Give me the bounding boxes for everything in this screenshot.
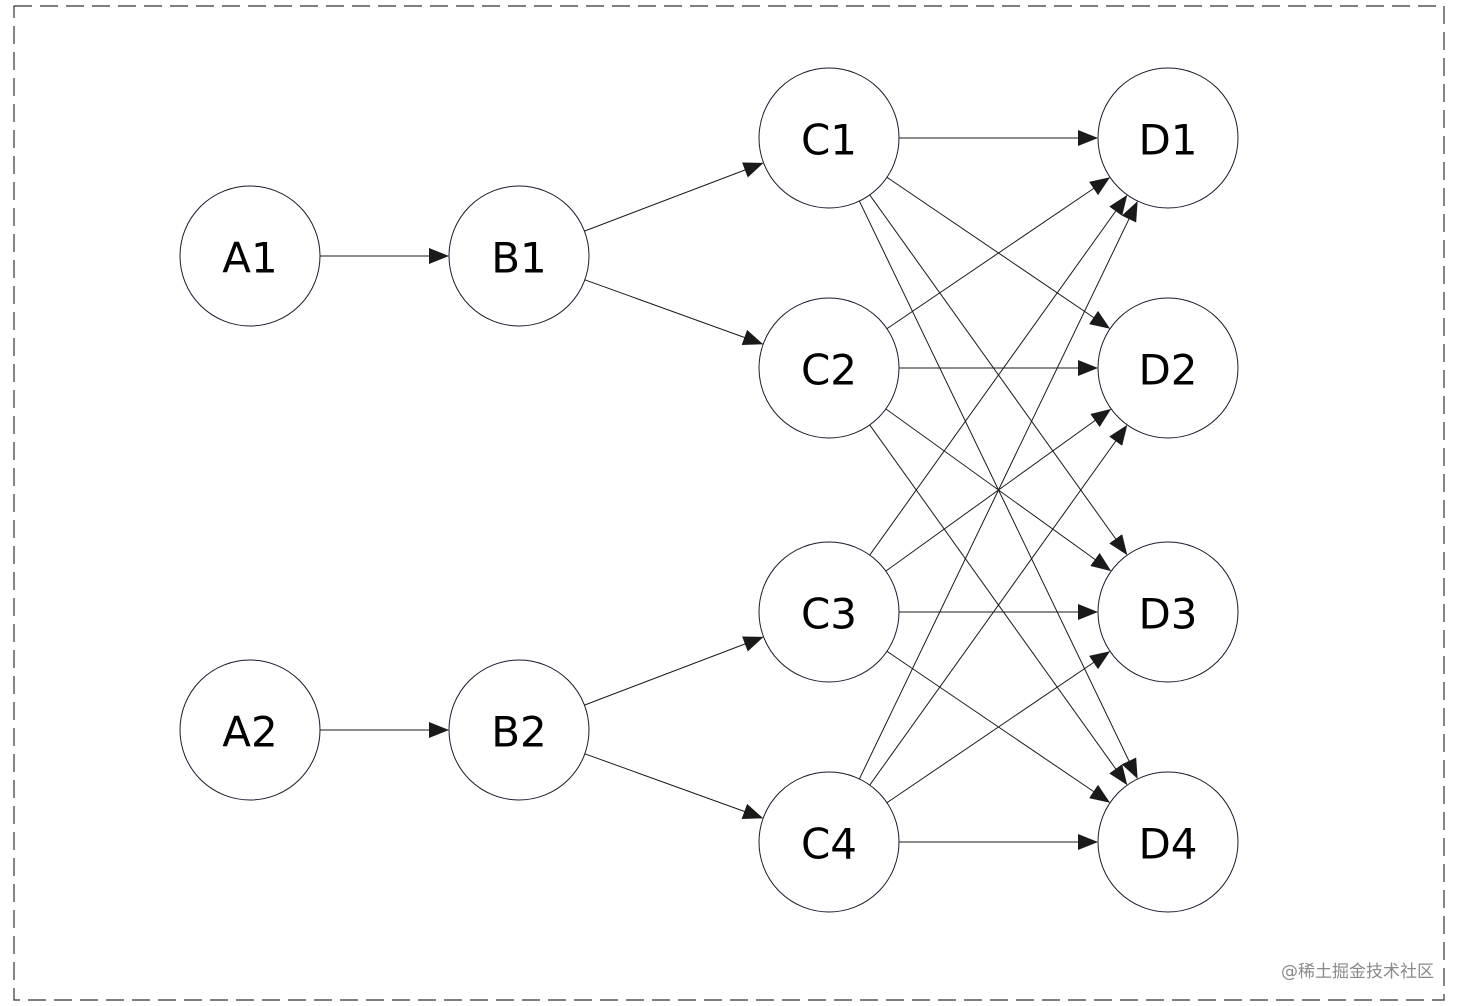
node-label-c4: C4	[801, 820, 857, 869]
edges-layer	[320, 130, 1138, 850]
node-d1: D1	[1097, 67, 1239, 209]
node-label-b1: B1	[491, 234, 547, 283]
edge-c2-to-d1	[886, 177, 1111, 330]
edge-c4-to-d2	[869, 424, 1128, 786]
node-a1: A1	[179, 185, 321, 327]
node-circle-c1	[758, 67, 900, 209]
node-b2: B2	[448, 659, 590, 801]
node-label-a1: A1	[222, 234, 277, 283]
node-d2: D2	[1097, 297, 1239, 439]
node-d3: D3	[1097, 541, 1239, 683]
node-label-b2: B2	[491, 708, 547, 757]
node-label-c2: C2	[801, 346, 857, 395]
edge-b1-to-c1	[584, 162, 764, 232]
dashed-frame	[13, 5, 1445, 1001]
node-circle-b2	[448, 659, 590, 801]
node-circle-d3	[1097, 541, 1239, 683]
node-circle-b1	[448, 185, 590, 327]
edge-c3-to-d1	[869, 194, 1128, 556]
node-circle-a1	[179, 185, 321, 327]
node-d4: D4	[1097, 771, 1239, 913]
node-c4: C4	[758, 771, 900, 913]
node-label-c3: C3	[801, 590, 857, 639]
edge-b1-to-c2	[584, 279, 764, 345]
node-label-d1: D1	[1138, 116, 1197, 165]
node-circle-d2	[1097, 297, 1239, 439]
watermark-text: @稀土掘金技术社区	[1281, 962, 1434, 982]
node-circle-d4	[1097, 771, 1239, 913]
node-b1: B1	[448, 185, 590, 327]
edge-b2-to-c3	[584, 636, 764, 706]
node-c3: C3	[758, 541, 900, 683]
node-c1: C1	[758, 67, 900, 209]
node-circle-a2	[179, 659, 321, 801]
node-circle-c3	[758, 541, 900, 683]
node-circle-c2	[758, 297, 900, 439]
node-c2: C2	[758, 297, 900, 439]
node-label-d3: D3	[1138, 590, 1197, 639]
node-circle-c4	[758, 771, 900, 913]
edge-b2-to-c4	[584, 753, 764, 819]
node-label-c1: C1	[801, 116, 857, 165]
edge-c4-to-d3	[886, 651, 1111, 804]
node-a2: A2	[179, 659, 321, 801]
node-label-a2: A2	[222, 708, 277, 757]
node-label-d2: D2	[1138, 346, 1197, 395]
node-label-d4: D4	[1138, 820, 1197, 869]
node-circle-d1	[1097, 67, 1239, 209]
edge-c4-to-d1	[858, 201, 1138, 780]
